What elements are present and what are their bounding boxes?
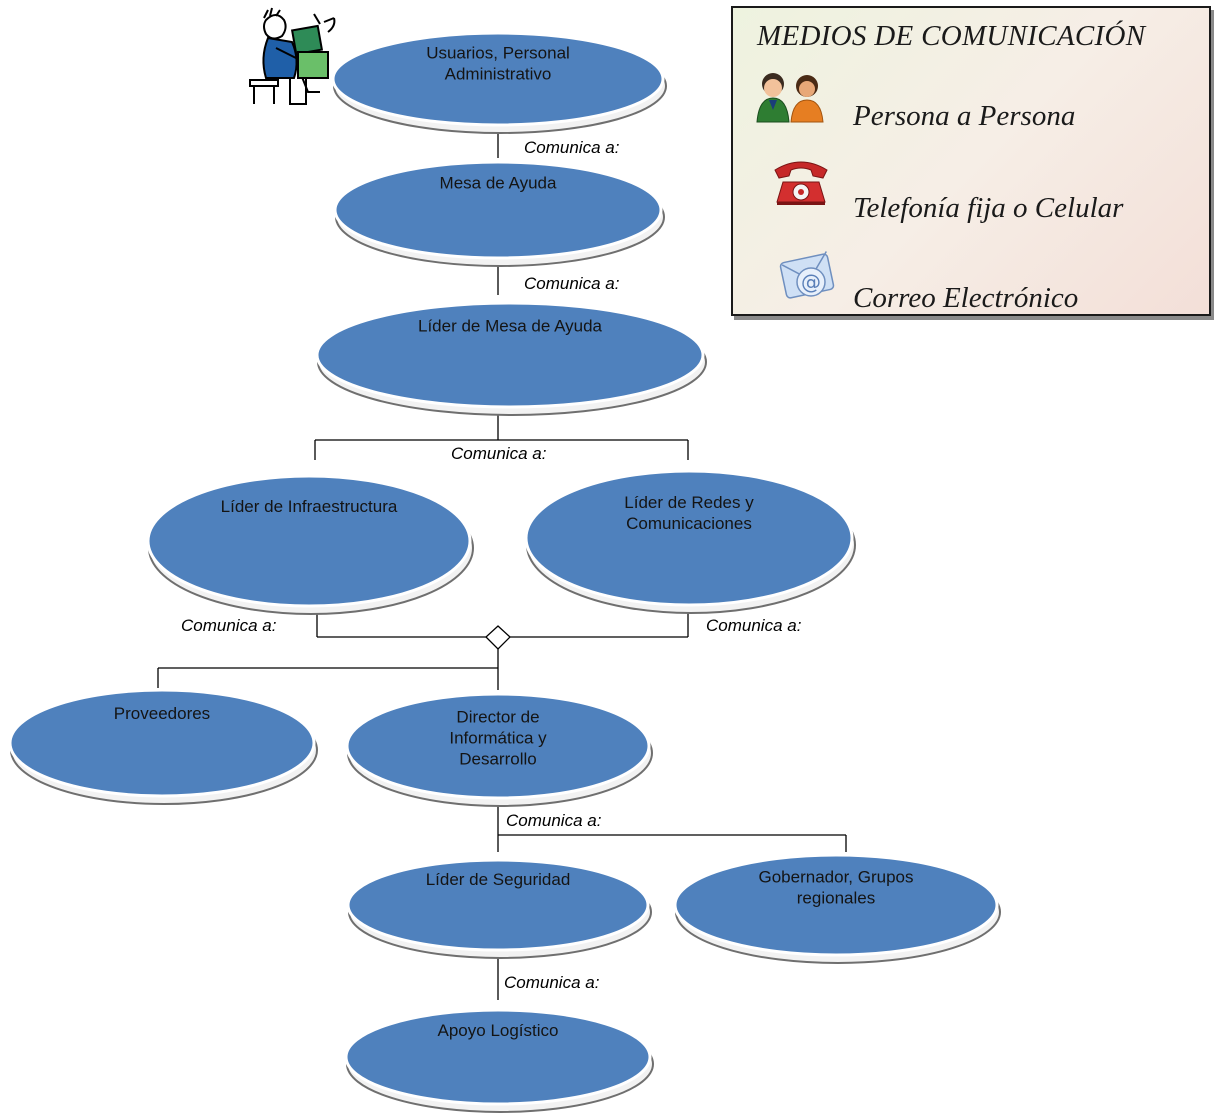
node-lider-redes: Líder de Redes y Comunicaciones (524, 469, 856, 614)
edge-label: Comunica a: (506, 811, 602, 830)
node-label: Mesa de Ayuda (440, 173, 557, 192)
node-lider-infraestructura: Líder de Infraestructura (146, 474, 474, 615)
edge-labels: Comunica a: Comunica a: Comunica a: Comu… (181, 138, 802, 992)
node-ellipse (345, 692, 651, 800)
edge-label: Comunica a: (504, 973, 600, 992)
node-ellipse (333, 160, 663, 260)
edge-label: Comunica a: (524, 138, 620, 157)
node-mesa-de-ayuda: Mesa de Ayuda (333, 160, 665, 267)
node-director: Director de Informática y Desarrollo (345, 692, 653, 807)
node-ellipse (344, 1008, 652, 1106)
node-proveedores: Proveedores (8, 688, 318, 805)
edge-label: Comunica a: (451, 444, 547, 463)
edge-label: Comunica a: (706, 616, 802, 635)
join-diamond (485, 625, 511, 650)
node-ellipse (315, 301, 705, 409)
edge-label: Comunica a: (524, 274, 620, 293)
node-label: Gobernador, Grupos (759, 868, 914, 887)
node-gobernador: Gobernador, Grupos regionales (673, 853, 1001, 964)
node-lider-mesa-de-ayuda: Líder de Mesa de Ayuda (315, 301, 707, 416)
legend-item-correo: @ Correo Electrónico (733, 246, 1209, 316)
node-label: Informática y (449, 729, 547, 748)
node-label: regionales (797, 889, 875, 908)
node-ellipse (673, 853, 999, 957)
node-label: Líder de Mesa de Ayuda (418, 317, 603, 336)
svg-text:@: @ (801, 270, 821, 294)
connectors (157, 123, 847, 1000)
user-at-computer-icon (249, 7, 336, 105)
edge-label: Comunica a: (181, 616, 277, 635)
legend-item-persona: Persona a Persona (733, 70, 1209, 140)
telephone-icon (774, 161, 828, 205)
node-ellipse (146, 474, 472, 608)
node-label: Desarrollo (459, 750, 536, 769)
legend-item-telefonia: Telefonía fija o Celular (733, 156, 1209, 226)
legend-title: MEDIOS DE COMUNICACIÓN (757, 20, 1146, 52)
node-label: Comunicaciones (626, 514, 752, 533)
node-ellipse (8, 688, 316, 798)
node-label: Director de (456, 708, 539, 727)
node-label: Líder de Redes y (624, 493, 754, 512)
node-label: Apoyo Logístico (438, 1021, 559, 1040)
legend-label: Telefonía fija o Celular (853, 192, 1124, 224)
email-icon: @ (779, 251, 835, 299)
node-label: Usuarios, Personal (426, 43, 570, 62)
legend-label: Persona a Persona (853, 100, 1076, 132)
node-ellipse (346, 858, 650, 952)
legend-label: Correo Electrónico (853, 282, 1079, 314)
node-label: Líder de Infraestructura (221, 497, 398, 516)
people-icon (756, 73, 824, 123)
node-label: Líder de Seguridad (426, 870, 571, 889)
node-label: Administrativo (445, 64, 552, 83)
node-lider-seguridad: Líder de Seguridad (346, 858, 652, 959)
node-label: Proveedores (114, 704, 210, 723)
node-ellipse (524, 469, 854, 607)
node-apoyo-logistico: Apoyo Logístico (344, 1008, 654, 1113)
node-ellipse (331, 31, 665, 127)
legend: MEDIOS DE COMUNICACIÓN Persona a Persona… (731, 6, 1211, 316)
